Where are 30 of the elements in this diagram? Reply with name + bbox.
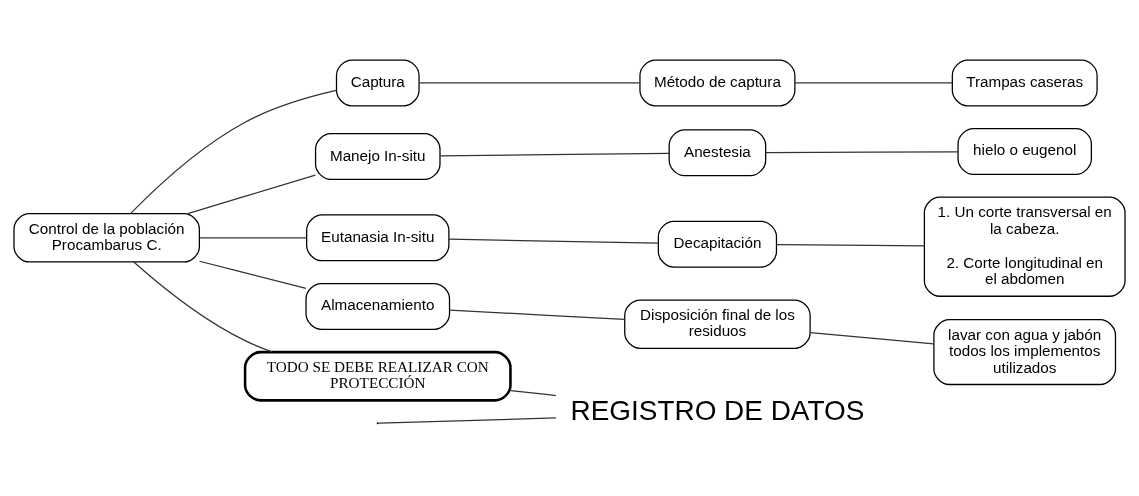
node-box: 1. Un corte transversal en la cabeza. 2. Corte longitudinal en el abdomen (923, 196, 1126, 297)
node-box: hielo o eugenol (957, 128, 1092, 175)
node-box: Captura (335, 59, 420, 107)
node-text: REGISTRO DE DATOS (570, 395, 865, 427)
node-box: Método de captura (639, 59, 796, 107)
connector (187, 174, 316, 215)
connector (449, 309, 626, 320)
connector (198, 237, 308, 239)
node-box: Almacenamiento (305, 282, 451, 330)
node-box: Disposición final de los residuos (624, 299, 811, 349)
connector (198, 260, 307, 290)
connector (765, 151, 959, 154)
node-box: Trampas caseras (951, 59, 1098, 107)
node-box: Manejo In-situ (314, 133, 441, 181)
connector (378, 417, 557, 424)
node-box: Control de la población Procambarus C. (13, 213, 200, 263)
connector (776, 244, 925, 247)
connector (439, 152, 670, 157)
node-box: Decapitación (657, 220, 778, 268)
connector (448, 238, 659, 244)
node-box: TODO SE DEBE REALIZAR CON PROTECCIÓN (243, 350, 512, 402)
node-box: lavar con agua y jabón todos los implementos utilizados (933, 319, 1117, 386)
connector (129, 89, 337, 215)
node-box: Anestesia (668, 129, 767, 177)
connector (418, 82, 641, 84)
connector (809, 331, 935, 345)
connector (794, 82, 953, 84)
connector (510, 390, 557, 397)
node-box: Eutanasia In-situ (306, 214, 450, 262)
connector (133, 261, 273, 353)
